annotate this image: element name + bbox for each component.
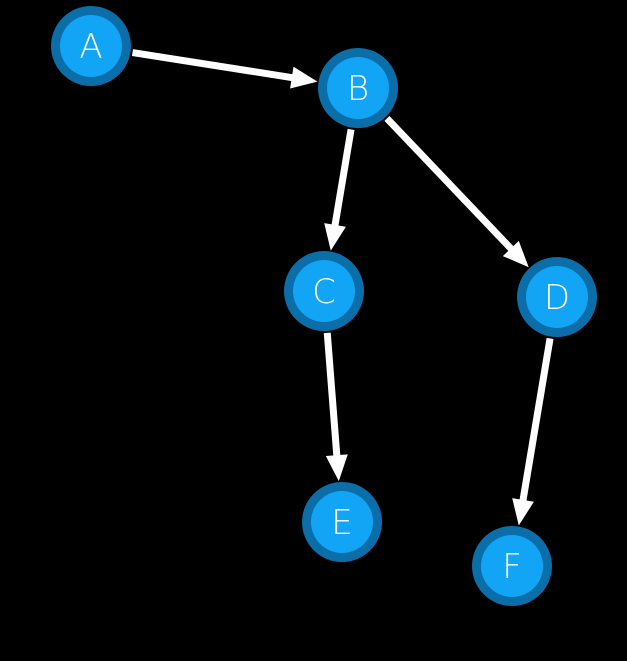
node-core bbox=[481, 535, 543, 597]
node-label: A bbox=[79, 27, 102, 67]
node-core bbox=[526, 266, 588, 328]
edge-arrowhead bbox=[512, 498, 534, 526]
node-label: F bbox=[502, 547, 522, 587]
edge-line bbox=[331, 128, 355, 229]
edge-line bbox=[519, 337, 554, 504]
graph-node-a[interactable]: A bbox=[51, 6, 131, 86]
edge-line bbox=[131, 49, 296, 82]
graph-node-b[interactable]: B bbox=[318, 48, 398, 128]
node-label: B bbox=[347, 69, 369, 109]
edge-arrowhead bbox=[325, 454, 348, 482]
edges-layer bbox=[131, 49, 554, 526]
graph-node-e[interactable]: E bbox=[302, 482, 382, 562]
graph-node-c[interactable]: C bbox=[284, 251, 364, 331]
edge-arrowhead bbox=[324, 223, 346, 251]
edge-line bbox=[384, 116, 516, 254]
edge-a-to-b[interactable] bbox=[131, 49, 318, 89]
edge-b-to-c[interactable] bbox=[324, 128, 355, 251]
edge-c-to-e[interactable] bbox=[323, 332, 348, 482]
graph-node-d[interactable]: D bbox=[517, 257, 597, 337]
node-label: C bbox=[312, 272, 336, 312]
edge-line bbox=[323, 332, 341, 459]
node-label: E bbox=[331, 503, 352, 543]
edge-arrowhead bbox=[290, 66, 318, 89]
node-core bbox=[327, 57, 389, 119]
node-core bbox=[60, 15, 122, 77]
node-label: D bbox=[544, 278, 570, 318]
edge-d-to-f[interactable] bbox=[512, 337, 554, 526]
edge-arrowhead bbox=[502, 240, 529, 268]
graph-node-f[interactable]: F bbox=[472, 526, 552, 606]
node-core bbox=[311, 491, 373, 553]
nodes-layer: A B C D E F bbox=[51, 6, 597, 606]
node-core bbox=[293, 260, 355, 322]
edge-b-to-d[interactable] bbox=[384, 116, 529, 268]
